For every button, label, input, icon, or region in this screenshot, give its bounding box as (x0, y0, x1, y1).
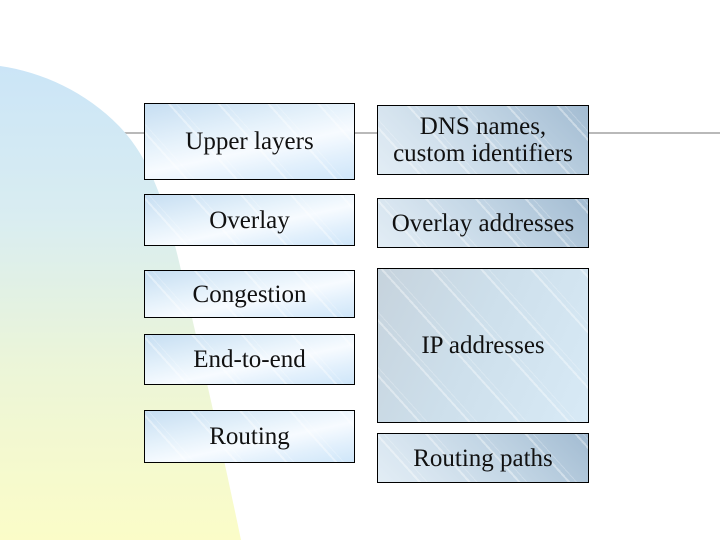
box-end-to-end: End-to-end (144, 334, 355, 385)
box-ip-addresses-label: IP addresses (421, 332, 545, 359)
box-dns-names-custom-identifiers: DNS names, custom identifiers (377, 105, 589, 175)
horizontal-divider-line (0, 132, 720, 134)
box-congestion-label: Congestion (192, 280, 307, 308)
box-ip-addresses: IP addresses (377, 268, 589, 423)
box-upper-layers: Upper layers (144, 103, 355, 180)
box-dns-label: DNS names, custom identifiers (393, 113, 573, 167)
box-overlay-addresses-label: Overlay addresses (391, 209, 575, 237)
box-routing-paths: Routing paths (377, 433, 589, 483)
box-overlay-label: Overlay (209, 206, 290, 234)
box-upper-layers-label: Upper layers (185, 128, 314, 155)
box-overlay: Overlay (144, 194, 355, 246)
box-routing-paths-label: Routing paths (413, 444, 553, 472)
box-end-to-end-label: End-to-end (193, 346, 306, 373)
box-routing-label: Routing (209, 423, 290, 450)
box-routing: Routing (144, 410, 355, 463)
box-overlay-addresses: Overlay addresses (377, 198, 589, 248)
box-congestion: Congestion (144, 270, 355, 318)
